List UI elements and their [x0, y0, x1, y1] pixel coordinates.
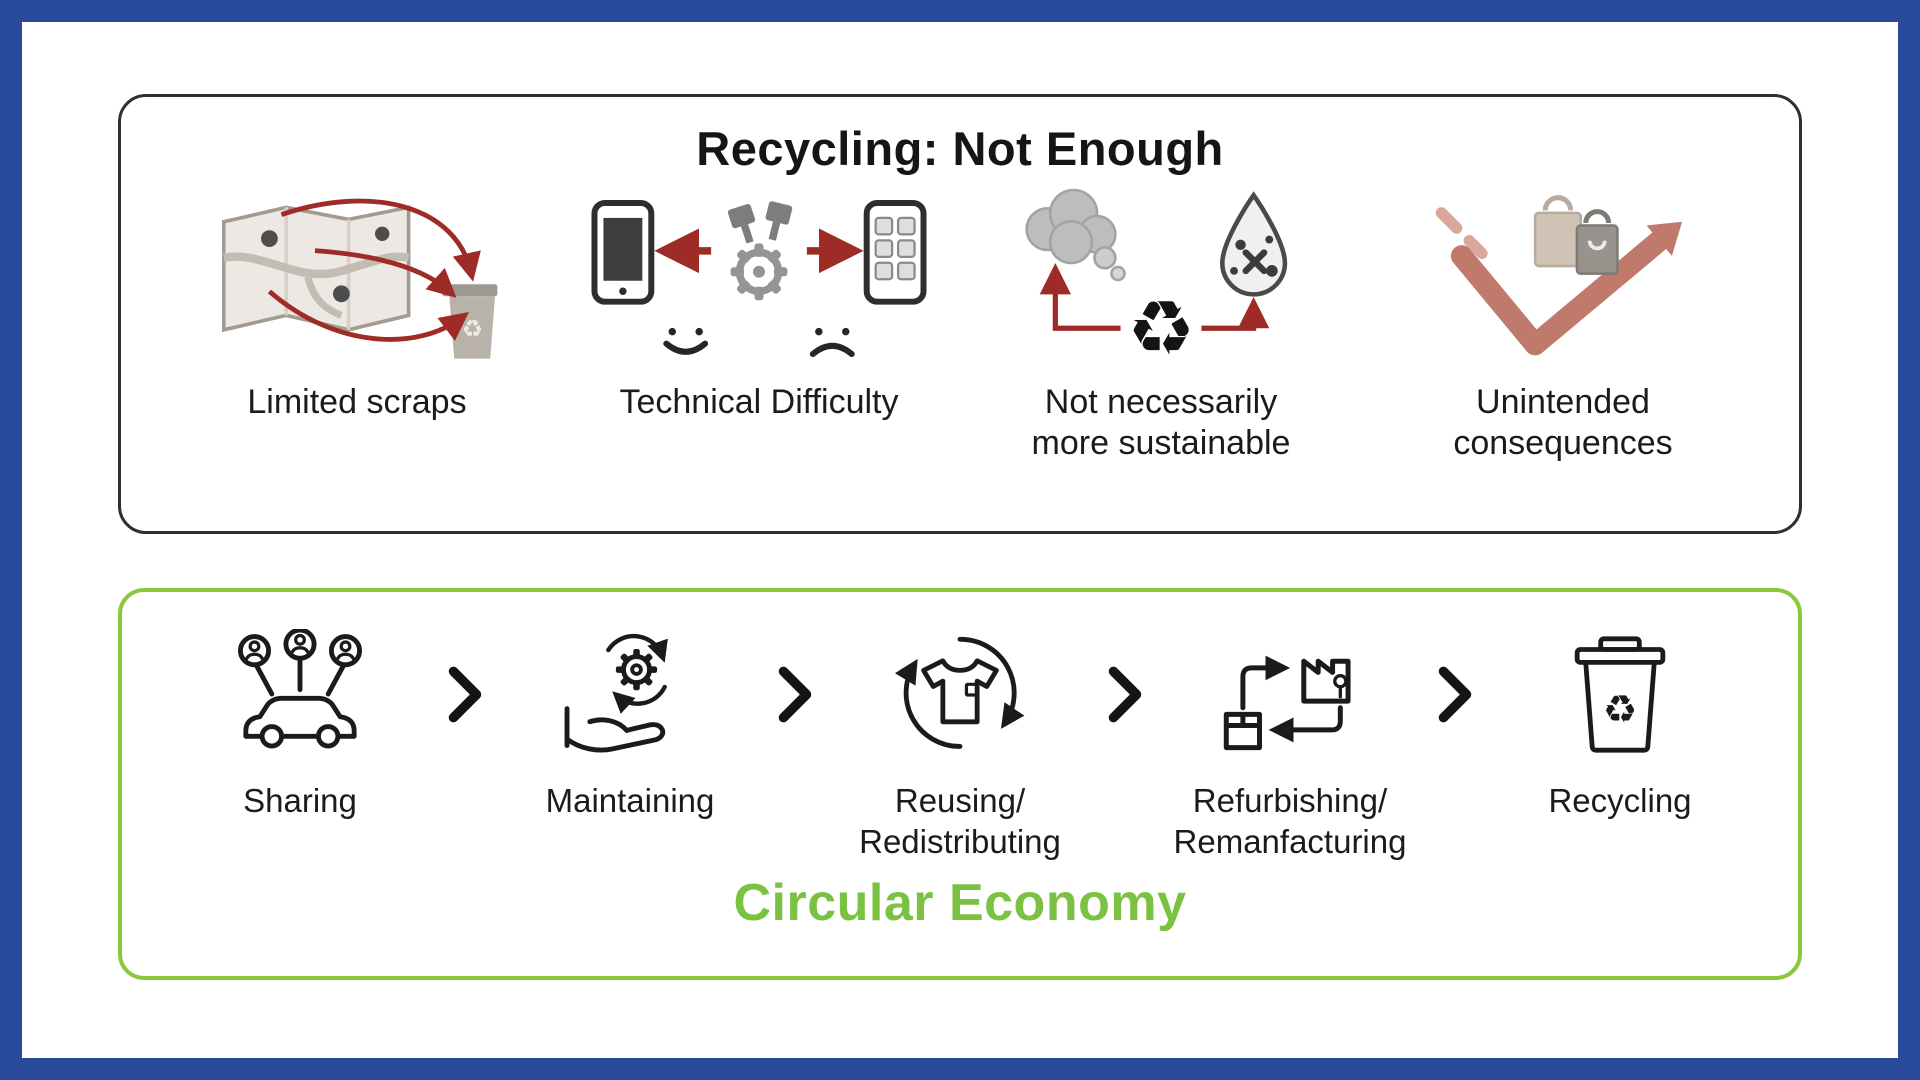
- chevron-right-icon: [1434, 618, 1476, 770]
- box-factory-icon: [1213, 618, 1368, 770]
- phone-disassembly-icon: [579, 180, 939, 380]
- svg-text:♻: ♻: [461, 315, 483, 343]
- pollution-recycle-icon: ♻: [1011, 180, 1311, 380]
- stage-maintaining: Maintaining: [488, 618, 772, 821]
- tshirt-reuse-icon: [885, 618, 1035, 770]
- car-sharing-icon: [237, 629, 363, 749]
- car-sharing-icon: [224, 618, 376, 770]
- stage-recycling: ♻ Recycling: [1478, 618, 1762, 821]
- stage-refurbishing: Refurbishing/ Remanfacturing: [1148, 618, 1432, 863]
- not-more-sustainable-label: Not necessarily more sustainable: [1031, 383, 1291, 462]
- top-panel-title: Recycling: Not Enough: [696, 122, 1224, 175]
- chevron-right-icon: [444, 618, 486, 770]
- stage-maintaining-label: Maintaining: [545, 782, 715, 819]
- hand-gear-icon: [554, 618, 706, 770]
- map-to-trash-icon: ♻: [207, 180, 507, 380]
- stage-recycling-label: Recycling: [1548, 782, 1692, 819]
- chevron-right-icon: [774, 618, 816, 770]
- top-panel-items: ♻ Limited scraps: [149, 180, 1771, 464]
- technical-difficulty-item: Technical Difficulty: [559, 180, 959, 464]
- recycle-bin-icon: ♻: [1574, 635, 1666, 753]
- not-more-sustainable-item: ♻ Not necessarily more sustainable: [961, 180, 1361, 464]
- map-to-trash-icon: ♻: [222, 198, 498, 359]
- unintended-consequences-label: Unintended consequences: [1453, 383, 1673, 462]
- phone-disassembly-icon: [591, 199, 927, 358]
- tshirt-reuse-icon: [894, 636, 1025, 749]
- hand-gear-icon: [564, 633, 668, 753]
- circular-economy-stages: Sharing: [158, 618, 1762, 863]
- stage-refurbishing-label: Refurbishing/ Remanfacturing: [1173, 782, 1407, 861]
- circular-economy-title: Circular Economy: [733, 873, 1187, 932]
- stage-sharing-label: Sharing: [243, 782, 357, 819]
- recycling-not-enough-panel: Recycling: Not Enough: [118, 94, 1802, 534]
- consumption-growth-icon: [1435, 195, 1683, 356]
- technical-difficulty-label: Technical Difficulty: [619, 383, 899, 421]
- stage-sharing: Sharing: [158, 618, 442, 821]
- recycle-bin-icon: ♻: [1545, 618, 1695, 770]
- chevron-right-icon: [1104, 618, 1146, 770]
- stage-reusing-label: Reusing/ Redistributing: [859, 782, 1061, 861]
- svg-text:♻: ♻: [1127, 284, 1195, 372]
- limited-scraps-label: Limited scraps: [247, 383, 467, 421]
- stage-reusing: Reusing/ Redistributing: [818, 618, 1102, 863]
- limited-scraps-item: ♻ Limited scraps: [157, 180, 557, 464]
- box-factory-icon: [1223, 654, 1351, 750]
- unintended-consequences-item: Unintended consequences: [1363, 180, 1763, 464]
- circular-economy-panel: Sharing: [118, 588, 1802, 980]
- pollution-recycle-icon: ♻: [1025, 188, 1288, 372]
- svg-text:♻: ♻: [1603, 687, 1638, 732]
- consumption-growth-icon: [1423, 180, 1703, 380]
